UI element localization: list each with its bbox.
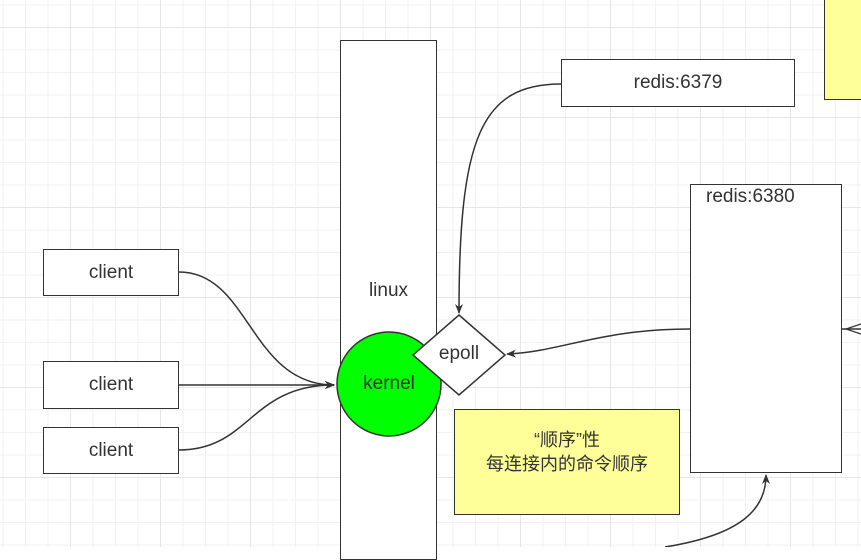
linux-label: linux [368, 280, 409, 301]
note-line-2: 每连接内的命令顺序 [486, 454, 648, 474]
client-label: client [88, 261, 134, 283]
connector-redis6379-epoll[interactable] [455, 83, 562, 314]
note-line-1: “顺序”性 [534, 430, 600, 450]
kernel-label: kernel [363, 373, 415, 394]
connectors-layer [178, 83, 861, 547]
ordering-note[interactable]: “顺序”性 每连接内的命令顺序 [454, 409, 680, 515]
arrowhead-right-partial [844, 323, 861, 335]
redis-6379-label: redis:6379 [633, 72, 723, 93]
redis-6379-box[interactable]: redis:6379 [561, 59, 795, 107]
note-partial-top-right[interactable] [824, 0, 861, 100]
client-label: client [88, 374, 134, 395]
kernel-node[interactable] [336, 331, 442, 437]
client-box-2[interactable]: client [43, 361, 179, 409]
client-box-1[interactable]: client [43, 249, 179, 296]
client-label: client [88, 439, 134, 461]
epoll-node[interactable] [411, 314, 507, 396]
connector-client1-kernel[interactable] [178, 271, 335, 389]
connector-redis6380-epoll[interactable] [506, 328, 691, 358]
connector-bottom-redis6380[interactable] [664, 474, 770, 547]
epoll-label: epoll [438, 343, 480, 364]
client-box-3[interactable]: client [43, 427, 179, 474]
redis-6380-box[interactable] [690, 184, 842, 473]
linux-box[interactable] [340, 40, 437, 560]
redis-6380-label: redis:6380 [706, 186, 795, 207]
connector-client3-kernel[interactable] [178, 381, 335, 451]
